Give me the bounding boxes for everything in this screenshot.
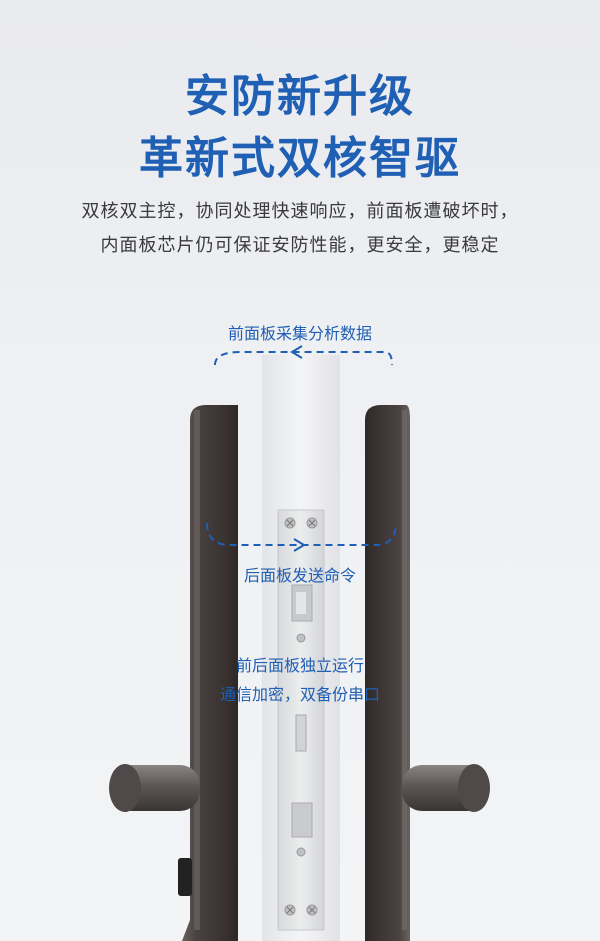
description-line-2: 内面板芯片仍可保证安防性能，更安全，更稳定 [100, 235, 500, 256]
front-panel-arrow [214, 351, 393, 366]
headline-line-1: 安防新升级 [185, 71, 415, 122]
front-panel-label: 前面板采集分析数据 [227, 324, 372, 343]
description-line-1: 双核双主控，协同处理快速响应，前面板遭破坏时， [81, 201, 519, 222]
independent-label-line-1: 前后面板独立运行 [235, 656, 364, 675]
rear-panel-label: 后面板发送命令 [243, 566, 356, 585]
headline-line-2: 革新式双核智驱 [139, 133, 461, 184]
independent-label-line-2: 通信加密，双备份串口 [219, 685, 380, 704]
rear-panel [365, 405, 410, 941]
